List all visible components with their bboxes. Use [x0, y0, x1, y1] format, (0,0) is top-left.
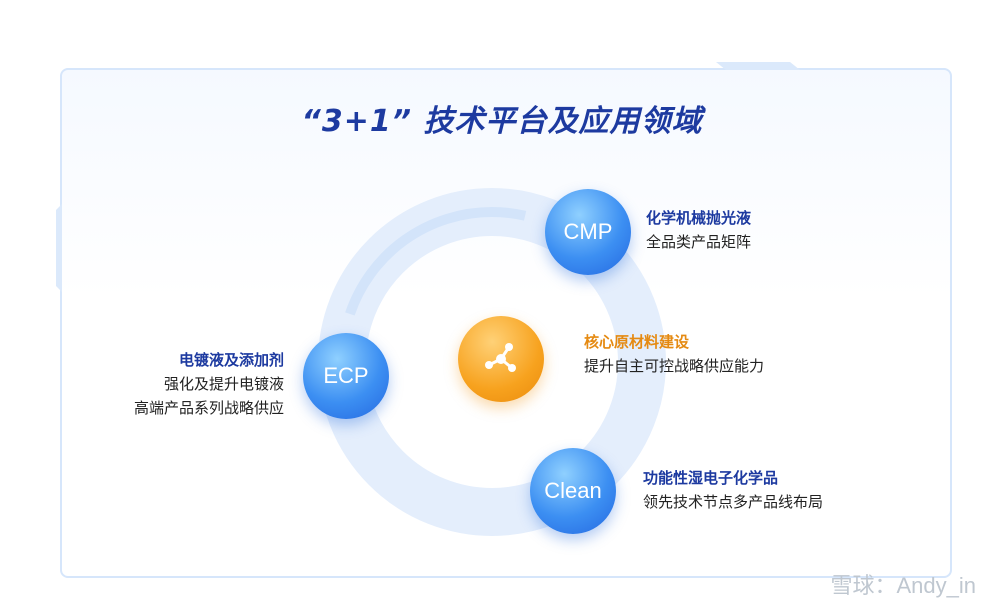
ecp-label: 电镀液及添加剂 强化及提升电镀液 高端产品系列战略供应 [96, 348, 284, 420]
clean-label: 功能性湿电子化学品 领先技术节点多产品线布局 [643, 466, 823, 514]
ecp-node: ECP [303, 333, 389, 419]
cmp-label: 化学机械抛光液 全品类产品矩阵 [646, 206, 751, 254]
ring-accent [337, 207, 647, 517]
corner-deco-top [716, 62, 800, 70]
watermark: 雪球：Andy_in [830, 573, 976, 598]
cmp-heading: 化学机械抛光液 [646, 209, 752, 227]
core-label: 核心原材料建设 提升自主可控战略供应能力 [584, 330, 764, 378]
cmp-badge: CMP [563, 219, 613, 244]
core-node [458, 316, 544, 402]
clean-badge: Clean [544, 478, 602, 503]
page-title: “3+1” 技术平台及应用领域 [301, 104, 703, 139]
ecp-badge: ECP [323, 363, 369, 388]
side-deco-left [56, 204, 62, 292]
ecp-desc-line2: 高端产品系列战略供应 [133, 399, 284, 417]
molecule-icon [485, 343, 516, 372]
core-desc: 提升自主可控战略供应能力 [584, 357, 765, 375]
cmp-node: CMP [545, 189, 631, 275]
ecp-desc-line1: 强化及提升电镀液 [163, 375, 284, 393]
clean-desc: 领先技术节点多产品线布局 [643, 493, 824, 511]
ecp-heading: 电镀液及添加剂 [178, 351, 284, 369]
clean-node: Clean [530, 448, 616, 534]
clean-heading: 功能性湿电子化学品 [643, 469, 779, 487]
cmp-desc: 全品类产品矩阵 [646, 233, 752, 251]
core-heading: 核心原材料建设 [584, 333, 690, 351]
